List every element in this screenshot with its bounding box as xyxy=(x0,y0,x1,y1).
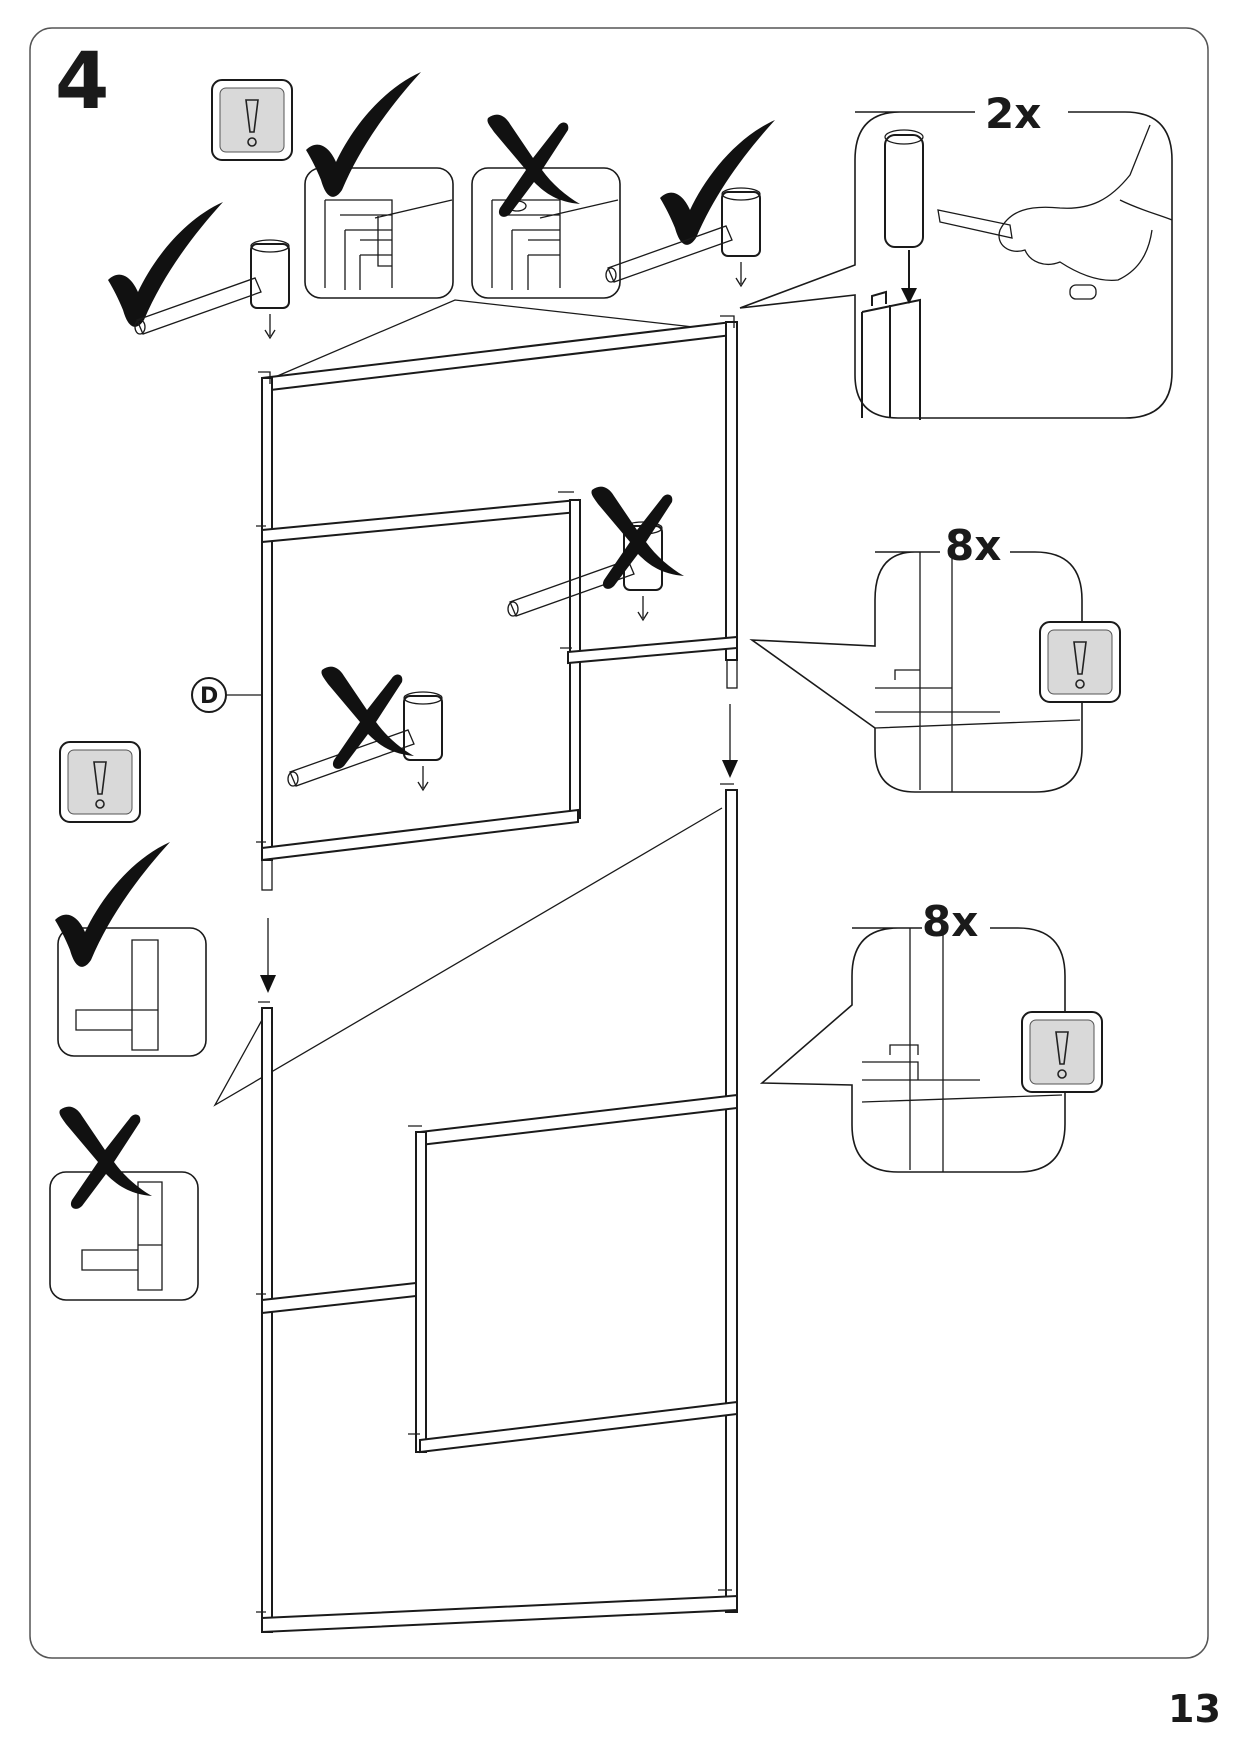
part-label-d: D xyxy=(191,677,262,713)
page-number: 13 xyxy=(1168,1687,1221,1731)
quantity-label: 8x xyxy=(945,521,1001,570)
step-number: 4 xyxy=(55,37,109,127)
detail-callout-2x xyxy=(739,111,1173,420)
quantity-label: 8x xyxy=(922,897,978,946)
checkmark-icon xyxy=(660,120,775,245)
cross-icon xyxy=(321,666,414,769)
page-border xyxy=(29,27,1209,1659)
detail-callout-8x xyxy=(749,551,1083,793)
svg-text:D: D xyxy=(200,684,218,709)
checkmark-icon xyxy=(108,202,223,327)
lower-frame xyxy=(256,783,738,1634)
warning-icon xyxy=(1021,1011,1103,1093)
upper-frame xyxy=(256,315,738,891)
detail-wrong-peg xyxy=(49,1171,199,1301)
detail-correct-profile xyxy=(304,167,454,299)
detail-callout-8x xyxy=(759,927,1066,1173)
quantity-label: 2x xyxy=(985,89,1041,138)
cross-icon xyxy=(591,486,684,589)
hand-icon xyxy=(998,124,1173,281)
warning-icon xyxy=(1039,621,1121,703)
detail-correct-peg xyxy=(57,927,207,1057)
down-arrow-right xyxy=(722,704,738,778)
down-arrow-left xyxy=(260,918,276,993)
warning-icon xyxy=(59,741,141,823)
mallet-icon xyxy=(287,691,443,791)
warning-icon xyxy=(211,79,293,161)
